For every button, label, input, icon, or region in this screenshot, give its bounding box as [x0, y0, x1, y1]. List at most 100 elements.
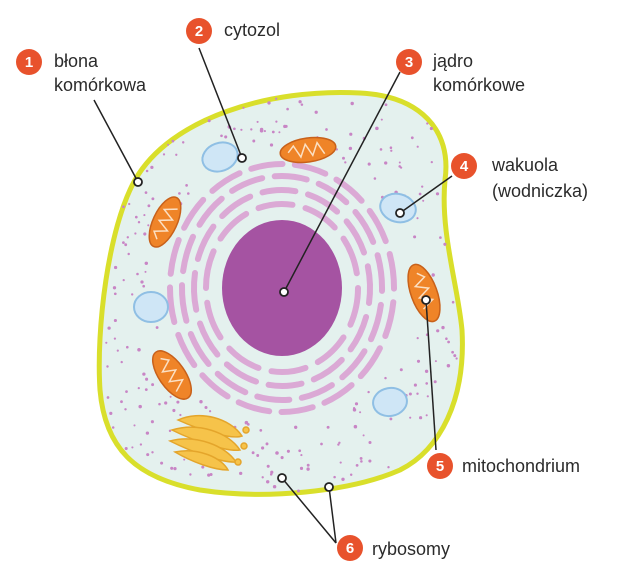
badge-2-number: 2	[195, 23, 203, 40]
ribosome-dot	[425, 382, 428, 385]
ribosome-dot	[267, 465, 270, 468]
ribosome-dot	[368, 459, 371, 462]
ribosome-dot	[106, 365, 108, 367]
ribosome-dot	[261, 446, 264, 449]
ribosome-dot	[144, 271, 146, 273]
ribosome-dot	[301, 103, 304, 106]
label-3-line-1: jądro	[432, 51, 473, 71]
ribosome-dot	[189, 473, 191, 475]
ribosome-dot	[436, 192, 439, 195]
ribosome-dot	[340, 462, 342, 464]
ribosome-dot	[156, 326, 159, 329]
ribosome-dot	[368, 163, 371, 166]
ribosome-dot	[245, 421, 249, 425]
ribosome-dot	[260, 128, 263, 131]
ribosome-dot	[430, 127, 433, 130]
endpoint-mitochondrion	[422, 296, 430, 304]
er-segment	[263, 190, 296, 192]
ribosome-dot	[145, 191, 148, 194]
badge-5-number: 5	[436, 458, 444, 475]
ribosome-dot	[367, 391, 369, 393]
ribosome-dot	[117, 350, 119, 352]
ribosome-dot	[300, 467, 303, 470]
ribosome-dot	[389, 417, 392, 420]
ribosome-dot	[172, 409, 175, 412]
badge-1-number: 1	[25, 54, 33, 71]
ribosome-dot	[387, 466, 389, 468]
badge-3-number: 3	[405, 54, 413, 71]
ribosome-dot	[143, 214, 145, 216]
ribosome-dot	[272, 131, 275, 134]
ribosome-dot	[125, 447, 128, 450]
ribosome-dot	[233, 127, 236, 130]
endpoint-ribosome	[278, 474, 286, 482]
ribosome-dot	[270, 473, 273, 476]
ribosome-dot	[135, 216, 138, 219]
ribosome-dot	[294, 426, 297, 429]
ribosome-dot	[146, 170, 149, 173]
ribosome-dot	[107, 326, 110, 329]
ribosome-dot	[278, 131, 280, 133]
ribosome-dot	[270, 143, 273, 146]
ribosome-dot	[121, 361, 123, 363]
er-segment	[194, 273, 196, 310]
ribosome-dot	[147, 204, 150, 207]
ribosome-dot	[127, 236, 129, 238]
ribosome-dot	[146, 453, 149, 456]
ribosome-dot	[262, 476, 264, 478]
ribosome-dot	[151, 197, 154, 200]
ribosome-dot	[275, 121, 277, 123]
ribosome-dot	[320, 443, 323, 446]
ribosome-dot	[409, 392, 412, 395]
ribosome-dot	[445, 337, 448, 340]
ribosome-dot	[145, 388, 148, 391]
ribosome-dot	[417, 337, 419, 339]
ribosome-dot	[128, 203, 130, 205]
ribosome-dot	[114, 337, 116, 339]
ribosome-dot	[114, 292, 117, 295]
ribosome-dot	[264, 130, 266, 132]
label-mitochondrion: 5 mitochondrium	[427, 453, 580, 479]
ribosome-dot	[151, 383, 154, 386]
ribosome-dot	[400, 166, 402, 168]
endpoint-membrane	[134, 178, 142, 186]
label-4-line-2: (wodniczka)	[492, 181, 588, 201]
ribosome-dot	[425, 370, 428, 373]
label-1-line-2: komórkowa	[54, 75, 147, 95]
ribosome-dot	[427, 395, 429, 397]
ribosome-dot	[281, 456, 284, 459]
ribosome-dot	[134, 232, 136, 234]
ribosome-dot	[267, 101, 270, 104]
ribosome-dot	[146, 431, 149, 434]
ribosome-dot	[140, 443, 142, 445]
ribosome-dot	[434, 380, 437, 383]
ribosome-dot	[419, 416, 422, 419]
ribosome-dot	[131, 293, 133, 295]
ribosome-dot	[136, 273, 139, 276]
label-nucleus: 3 jądro komórkowe	[396, 49, 525, 95]
badge-6-number: 6	[346, 540, 354, 557]
ribosome-dot	[175, 154, 177, 156]
ribosome-dot	[360, 460, 363, 463]
ribosome-dot	[140, 280, 143, 283]
ribosome-dot	[142, 372, 145, 375]
ribosome-dot	[131, 446, 133, 448]
leader-line-6b	[329, 487, 336, 543]
label-2-line-1: cytozol	[224, 20, 280, 40]
ribosome-dot	[114, 319, 117, 322]
ribosome-dot	[120, 400, 123, 403]
ribosome-dot	[112, 426, 115, 429]
ribosome-dot	[173, 467, 176, 470]
ribosome-dot	[354, 425, 358, 429]
ribosome-dot	[114, 266, 117, 269]
ribosome-dot	[414, 384, 417, 387]
ribosome-dot	[127, 253, 129, 255]
badge-4-number: 4	[460, 158, 469, 175]
ribosome-dot	[400, 368, 403, 371]
ribosome-dot	[439, 236, 442, 239]
ribosome-dot	[297, 489, 300, 492]
ribosome-dot	[419, 193, 422, 196]
leader-line-1	[94, 100, 138, 182]
ribosome-dot	[240, 129, 242, 131]
